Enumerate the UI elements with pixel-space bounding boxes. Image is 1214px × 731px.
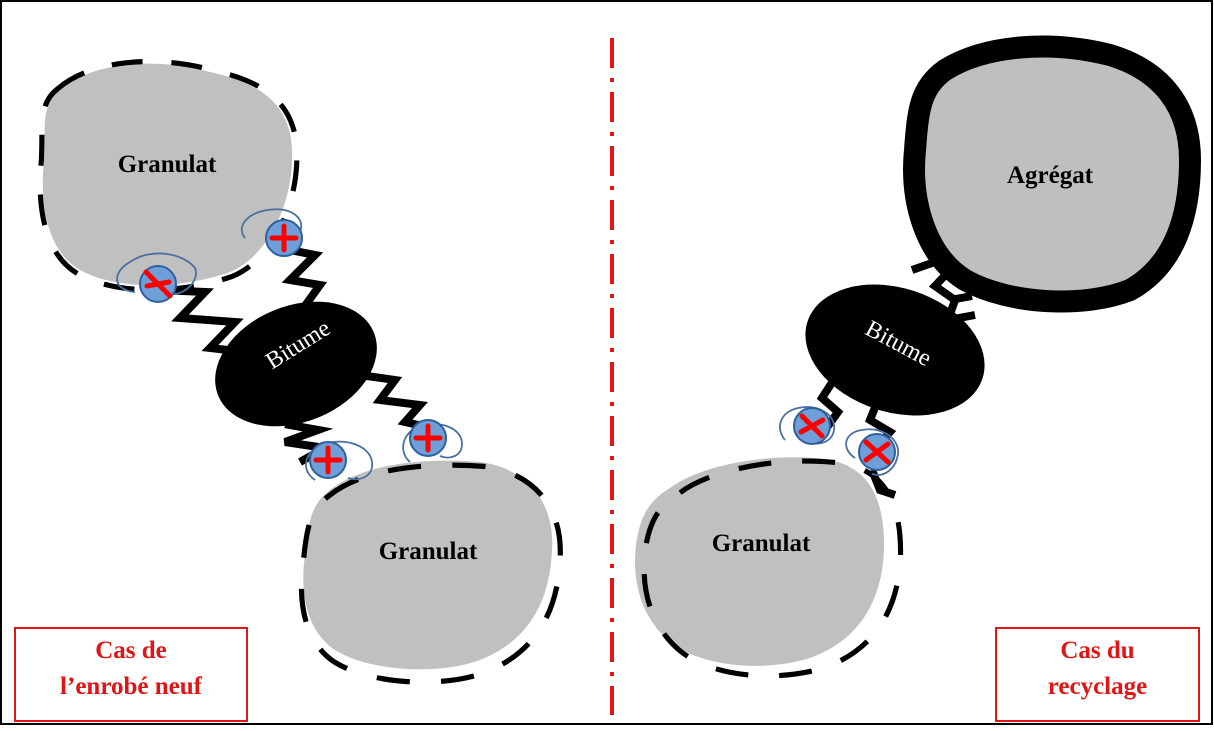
case-left-line2: l’enrobé neuf <box>60 673 202 700</box>
granulat-top-left: Granulat <box>37 58 300 293</box>
granulat-right-label: Granulat <box>712 530 811 557</box>
case-right-line1: Cas du <box>1060 637 1135 664</box>
bond-left-2 <box>281 246 328 313</box>
granulat-bottom-left: Granulat <box>298 460 563 685</box>
bond-right-5 <box>868 468 897 499</box>
bond-left-4 <box>359 371 441 434</box>
bond-left-1 <box>159 286 246 356</box>
bitume-right: Bitume <box>805 284 985 416</box>
charge-group-right-1 <box>779 406 835 445</box>
charge-group-left-2 <box>240 208 303 257</box>
charge-group-left-3 <box>305 440 373 481</box>
charge-group-right-2 <box>845 428 899 476</box>
bond-right-3 <box>816 375 844 433</box>
agregat-label: Agrégat <box>1007 162 1094 189</box>
granulat-right: Granulat <box>635 457 904 679</box>
case-left-line1: Cas de <box>95 637 167 664</box>
granulat-top-left-label: Granulat <box>118 151 217 178</box>
case-box-left: Cas de l’enrobé neuf <box>14 627 248 722</box>
bond-right-2 <box>949 292 973 304</box>
granulat-bottom-left-label: Granulat <box>379 538 478 565</box>
charge-group-left-1 <box>116 252 197 303</box>
bitume-left: Bitume <box>215 301 377 427</box>
case-box-right: Cas du recyclage <box>995 627 1200 722</box>
charge-group-left-4 <box>402 419 463 463</box>
case-right-line2: recyclage <box>1047 673 1148 700</box>
agregat: Agrégat <box>903 35 1201 313</box>
